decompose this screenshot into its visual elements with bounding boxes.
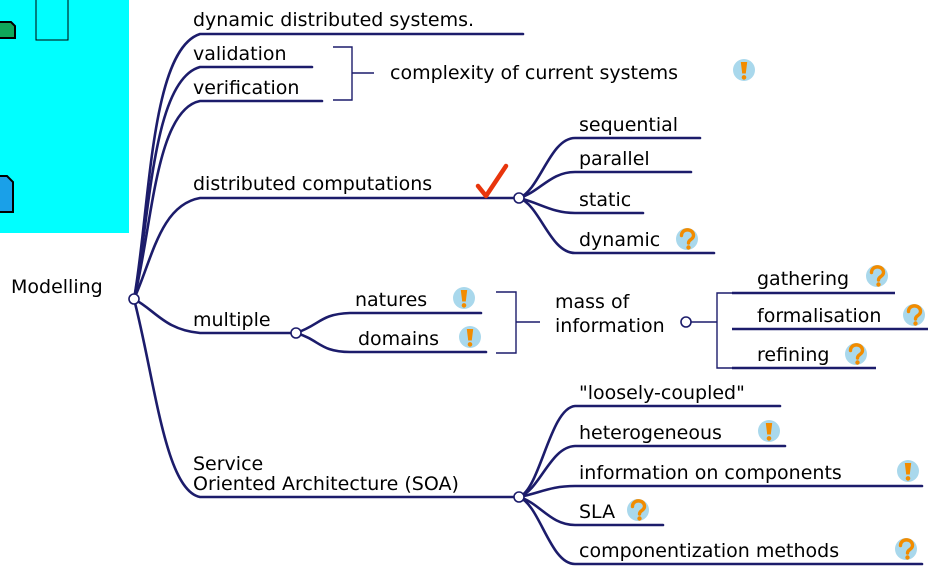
topic-distributed-computations[interactable]: distributed computations (193, 173, 432, 195)
topic-sequential[interactable]: sequential (579, 114, 678, 136)
document-icon (0, 175, 14, 213)
exclamation-icon (897, 460, 919, 482)
topic-domains[interactable]: domains (358, 328, 439, 350)
bracket-mass (496, 291, 540, 354)
branch-static (517, 196, 645, 215)
question-icon (864, 263, 890, 289)
topic-soa-line2[interactable]: Oriented Architecture (SOA) (193, 473, 459, 495)
exclamation-icon (459, 326, 481, 348)
panel-outline (35, 0, 69, 41)
topic-dynamic-distributed-systems[interactable]: dynamic distributed systems. (193, 9, 474, 31)
branch-sla (517, 495, 665, 527)
bracket-complexity (333, 46, 374, 101)
check-mark-icon (475, 163, 509, 199)
branch-dynamic-child (517, 196, 716, 255)
question-icon (625, 497, 651, 523)
topic-loosely-coupled[interactable]: "loosely-coupled" (579, 382, 745, 404)
soa-junction (513, 491, 525, 503)
bracket-mass-children (716, 292, 732, 369)
branch-multiple (132, 297, 298, 335)
multiple-junction (290, 327, 302, 339)
root-node[interactable]: Modelling (11, 276, 103, 298)
branch-componentization (517, 495, 924, 566)
branch-loosely (517, 404, 782, 499)
exclamation-icon (733, 59, 755, 81)
topic-information-on-components[interactable]: information on components (579, 462, 842, 484)
mass-junction (680, 316, 692, 328)
topic-parallel[interactable]: parallel (579, 148, 650, 170)
question-icon (893, 536, 919, 562)
topic-gathering[interactable]: gathering (757, 268, 849, 290)
topic-mass-of-information-line1[interactable]: mass of (555, 291, 631, 313)
topic-formalisation[interactable]: formalisation (757, 305, 881, 327)
branch-soa (132, 297, 521, 499)
distributed-junction (513, 192, 525, 204)
topic-heterogeneous[interactable]: heterogeneous (579, 422, 722, 444)
branch-natures (294, 311, 483, 335)
branch-sequential (517, 136, 702, 200)
topic-static[interactable]: static (579, 189, 631, 211)
topic-componentization-methods[interactable]: componentization methods (579, 540, 839, 562)
document-icon (0, 21, 16, 39)
branch-info-components (517, 484, 924, 499)
question-icon (674, 226, 700, 252)
topic-sla[interactable]: SLA (579, 501, 615, 523)
branch-distributed (132, 196, 521, 301)
side-panel (0, 0, 129, 233)
topic-dynamic[interactable]: dynamic (579, 229, 660, 251)
question-icon (901, 302, 927, 328)
exclamation-icon (453, 287, 475, 309)
branch-domains (294, 331, 488, 354)
topic-natures[interactable]: natures (355, 289, 427, 311)
topic-complexity[interactable]: complexity of current systems (390, 62, 678, 84)
branch-verification (132, 99, 324, 301)
root-junction (128, 293, 140, 305)
topic-soa-line1[interactable]: Service (193, 453, 263, 475)
branch-parallel (517, 170, 693, 200)
topic-multiple[interactable]: multiple (193, 309, 271, 331)
topic-refining[interactable]: refining (757, 344, 829, 366)
topic-mass-of-information-line2[interactable]: information (555, 315, 665, 337)
topic-validation[interactable]: validation (193, 43, 287, 65)
branch-heterogeneous (517, 444, 787, 499)
branch-validation (132, 65, 314, 301)
question-icon (843, 341, 869, 367)
exclamation-icon (758, 420, 780, 442)
topic-verification[interactable]: verification (193, 77, 299, 99)
